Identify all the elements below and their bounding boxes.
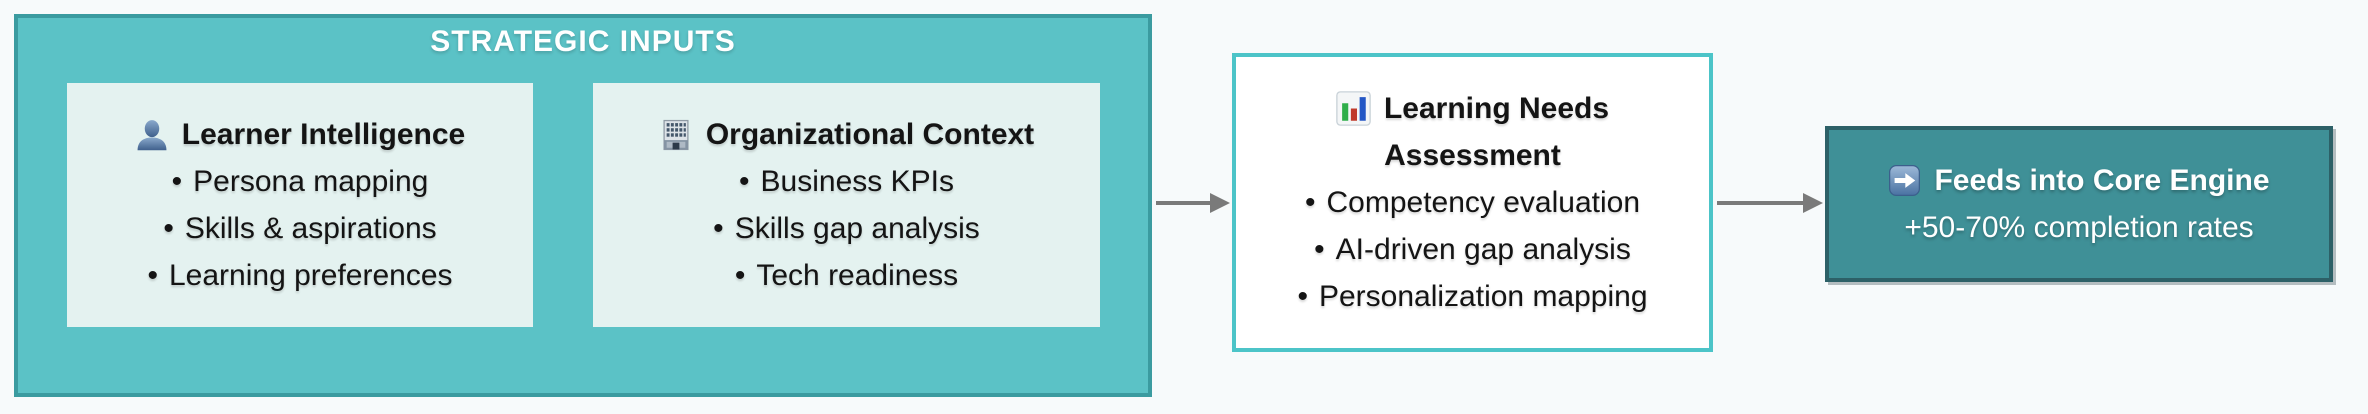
bullet-item: Competency evaluation bbox=[1305, 179, 1640, 226]
learning-needs-assessment-box: Learning Needs Assessment Competency eva… bbox=[1232, 53, 1713, 352]
bullet-item: Skills & aspirations bbox=[163, 205, 437, 252]
bullet-item: Business KPIs bbox=[739, 158, 954, 205]
outcome-heading: Feeds into Core Engine bbox=[1934, 164, 2270, 197]
bullet-item: Learning preferences bbox=[147, 252, 453, 299]
arrow-connector-line bbox=[1156, 201, 1212, 205]
arrow-right-icon bbox=[1888, 164, 1921, 197]
strategic-inputs-title: STRATEGIC INPUTS bbox=[430, 25, 736, 58]
building-icon bbox=[659, 118, 693, 152]
bar-chart-icon bbox=[1336, 91, 1371, 126]
assessment-heading-line1: Learning Needs bbox=[1383, 92, 1610, 125]
organizational-context-card: Organizational Context Business KPIs Ski… bbox=[593, 83, 1100, 327]
learner-intelligence-heading-row: Learner Intelligence bbox=[135, 111, 465, 158]
arrow-head-icon bbox=[1803, 193, 1823, 213]
bullet-item: Tech readiness bbox=[735, 252, 958, 299]
strategic-inputs-container: STRATEGIC INPUTS Learner Intelligen bbox=[14, 14, 1152, 397]
assessment-heading-line2: Assessment bbox=[1384, 139, 1561, 172]
bullet-item: Skills gap analysis bbox=[713, 205, 980, 252]
assessment-heading-row: Learning Needs bbox=[1336, 85, 1609, 132]
bullet-item: Persona mapping bbox=[172, 158, 428, 205]
learner-intelligence-card: Learner Intelligence Persona mapping Ski… bbox=[67, 83, 533, 327]
outcome-subtitle: +50-70% completion rates bbox=[1904, 211, 2254, 244]
outcome-heading-row: Feeds into Core Engine bbox=[1888, 157, 2270, 204]
arrow-head-icon bbox=[1210, 193, 1230, 213]
bullet-item: Personalization mapping bbox=[1297, 273, 1648, 320]
feeds-into-core-engine-box: Feeds into Core Engine +50-70% completio… bbox=[1825, 126, 2333, 282]
bullet-item: AI-driven gap analysis bbox=[1314, 226, 1631, 273]
learner-intelligence-heading: Learner Intelligence bbox=[181, 118, 466, 151]
person-icon bbox=[135, 118, 169, 152]
arrow-connector-line bbox=[1717, 201, 1805, 205]
organizational-context-heading: Organizational Context bbox=[705, 118, 1035, 151]
organizational-context-heading-row: Organizational Context bbox=[659, 111, 1034, 158]
